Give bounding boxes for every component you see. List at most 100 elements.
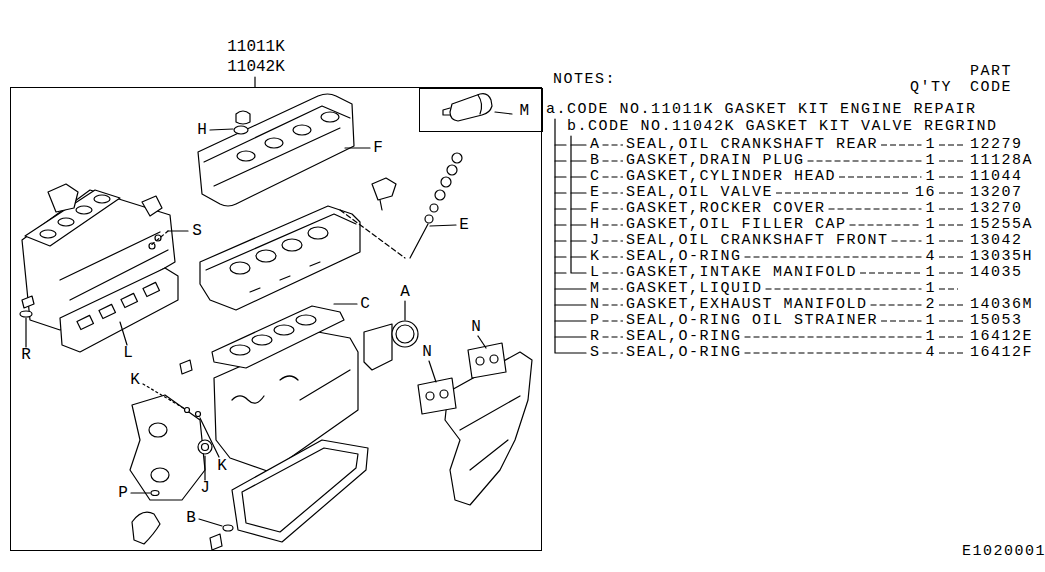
dash-leader [892, 240, 922, 241]
leader-line [204, 456, 205, 480]
row-letter: B [590, 152, 601, 169]
part-name: GASKET,OIL FILLER CAP [626, 216, 847, 233]
filler-cap [236, 111, 250, 124]
front-cover [202, 444, 209, 451]
leader-line [478, 336, 486, 348]
leader-line [404, 301, 405, 320]
oil-pan [232, 440, 368, 542]
cylinder-head [200, 206, 360, 310]
intake-manifold [60, 232, 168, 300]
dash-leader [829, 208, 922, 209]
callout-letter: B [186, 509, 196, 527]
quantity: 1 [925, 264, 936, 281]
front-cover [185, 408, 190, 413]
row-letter: A [590, 137, 601, 153]
part-name: GASKET,OIL FILLER CAP [626, 217, 847, 233]
row-letter: K [590, 248, 601, 265]
callout-letter: N [422, 344, 432, 360]
dash-leader [603, 208, 623, 209]
part-code: 13207 [970, 184, 1023, 201]
dash-leader [839, 176, 921, 177]
table-bracket [555, 119, 586, 353]
dash-leader [881, 144, 921, 145]
part-name: GASKET,ROCKER COVER [626, 201, 826, 217]
row-letter: E [590, 185, 601, 201]
row-letter: P [590, 312, 601, 329]
callout-letter: N [471, 319, 481, 335]
quantity: 1 [925, 168, 936, 185]
part-code: 12279 [970, 136, 1023, 153]
head-gasket [296, 315, 316, 325]
dash-leader [603, 224, 623, 225]
part-name: SEAL,OIL CRANKSHAFT FRONT [626, 233, 889, 249]
rocker-cover [198, 94, 354, 206]
part-name: GASKET,CYLINDER HEAD [626, 169, 836, 185]
breather [372, 178, 396, 200]
exhaust-gasket [440, 390, 448, 398]
table-heading: b.CODE NO.11042K GASKET KIT VALVE REGRIN… [567, 118, 998, 135]
intake-manifold [94, 195, 110, 203]
callout-letter: A [400, 283, 410, 301]
small-parts [48, 184, 78, 212]
cylinder-head [282, 239, 302, 251]
dash-leader [871, 304, 922, 305]
exhaust-gasket [418, 378, 456, 414]
dash-leader [603, 240, 623, 241]
rocker-cover [237, 151, 255, 161]
rear-oil-seal [364, 321, 418, 370]
breather [380, 200, 382, 210]
dash-leader [939, 208, 966, 209]
part-name: SEAL,OIL CRANKSHAFT REAR [626, 137, 878, 153]
dash-leader [939, 336, 966, 337]
bolt-tube-icon [443, 108, 450, 115]
intake-gasket [99, 304, 116, 318]
quantity: 4 [925, 344, 936, 361]
cylinder-head [250, 262, 320, 292]
part-code: 16412E [970, 329, 1033, 345]
row-letter: C [590, 169, 601, 185]
row-letter: S [590, 344, 601, 361]
callout-letter: J [200, 480, 210, 496]
dash-leader [603, 320, 623, 321]
dash-leader [939, 256, 966, 257]
small-parts [142, 196, 162, 216]
front-cover [151, 468, 169, 482]
table-bracket [555, 119, 586, 353]
dash-leader [850, 224, 922, 225]
part-name: GASKET,CYLINDER HEAD [626, 168, 836, 185]
row-letter: F [590, 200, 601, 217]
table-heading: PART [970, 64, 1012, 80]
leader-line [120, 322, 127, 345]
oil-pan [210, 440, 368, 550]
filler-cap [234, 111, 250, 134]
dash-leader [603, 336, 623, 337]
dash-leader [776, 192, 911, 193]
dash-leader [881, 320, 921, 321]
row-letter: E [590, 184, 601, 201]
dash-leader [603, 304, 623, 305]
row-letter: R [590, 328, 601, 345]
dash-leader [808, 160, 922, 161]
dash-leader [939, 224, 966, 225]
callout-letter: L [123, 344, 133, 362]
head-gasket [230, 345, 250, 355]
quantity: 1 [925, 217, 936, 233]
part-name: SEAL,O-RING [626, 328, 742, 345]
front-cover [198, 440, 212, 454]
leader-line [25, 318, 26, 347]
table-heading: Q'TY [910, 80, 952, 96]
callout-letter: K [130, 371, 140, 389]
part-code: 16412F [970, 344, 1033, 361]
quantity: 1 [925, 169, 936, 185]
dash-leader [603, 272, 623, 273]
front-cover [149, 423, 167, 437]
quantity: 1 [925, 281, 936, 297]
dash-leader [939, 192, 966, 193]
part-name: GASKET,INTAKE MANIFOLD [626, 264, 857, 281]
part-code: 13042 [970, 233, 1023, 249]
oil-strainer [151, 491, 159, 496]
oil-strainer [132, 491, 160, 545]
row-letter: N [590, 297, 601, 313]
